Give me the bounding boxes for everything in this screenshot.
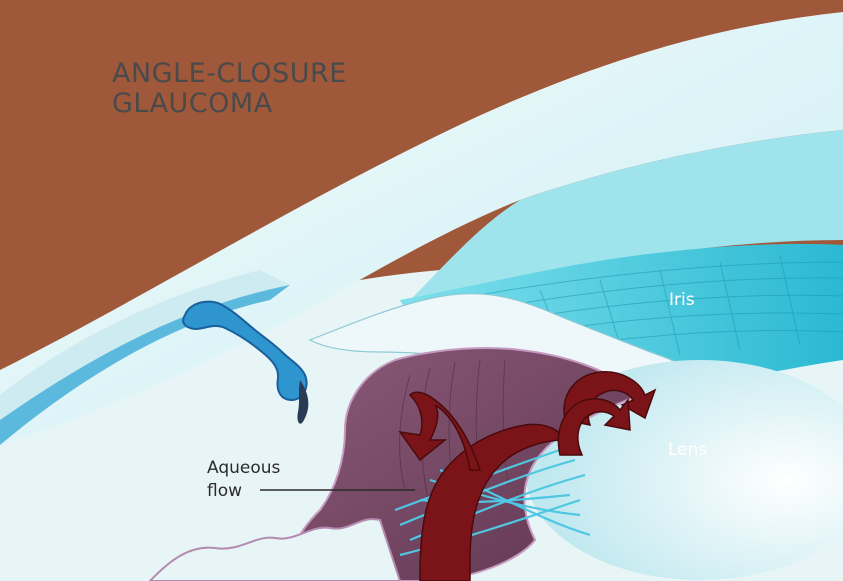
title-line-1: ANGLE-CLOSURE bbox=[112, 58, 347, 89]
iris-label: Iris bbox=[669, 290, 695, 310]
aqueous-flow-label-line-2: flow bbox=[207, 481, 242, 501]
aqueous-flow-label-line-1: Aqueous bbox=[207, 458, 281, 478]
lens-label: Lens bbox=[668, 440, 707, 460]
title-line-2: GLAUCOMA bbox=[112, 88, 273, 119]
